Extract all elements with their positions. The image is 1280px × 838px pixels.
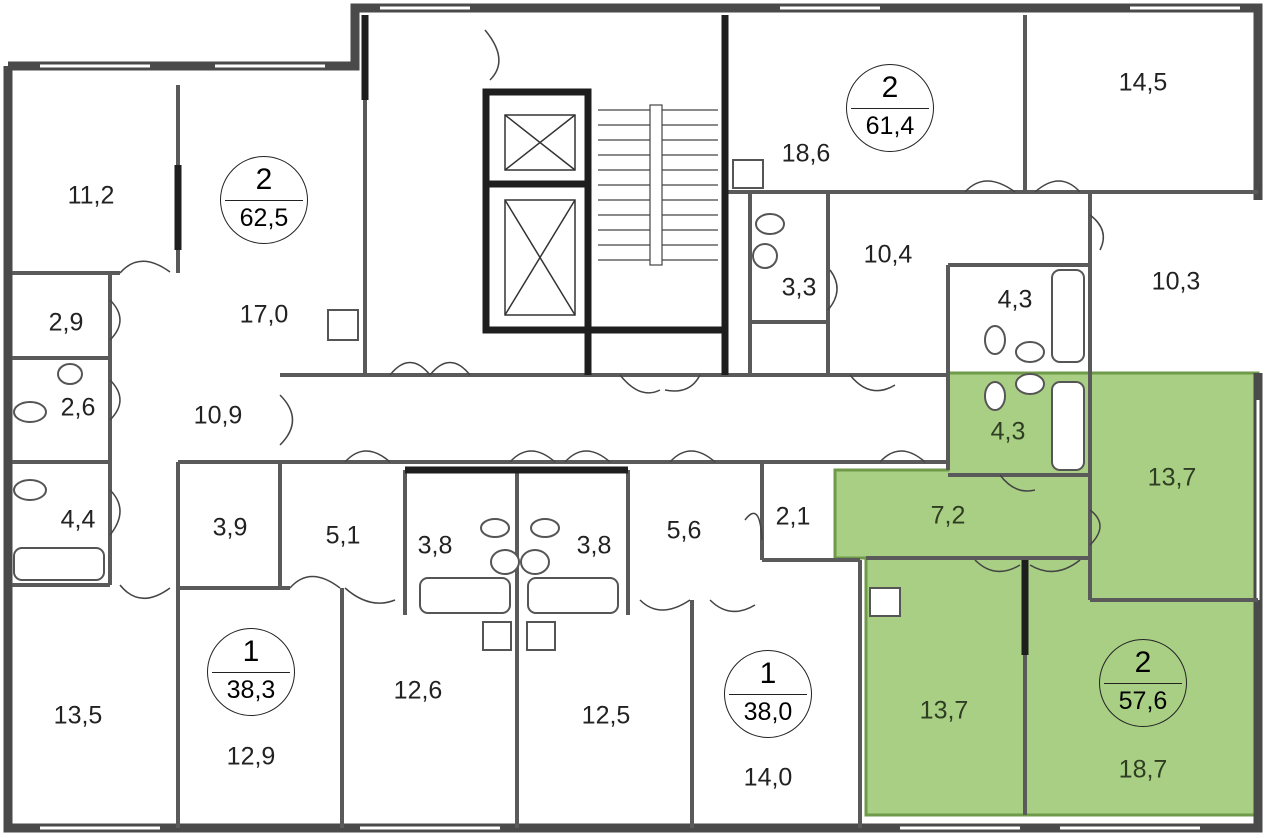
room-area: 3,8 [576, 531, 612, 560]
room-area: 10,9 [193, 401, 243, 430]
stairs [598, 104, 718, 266]
room-area: 12,6 [393, 676, 443, 705]
room-area: 3,3 [781, 273, 817, 302]
room-area: 14,0 [743, 763, 793, 792]
room-area: 5,1 [325, 521, 361, 550]
elevator-shafts [504, 114, 576, 316]
apartment-badge[interactable]: 1 38,3 [207, 628, 295, 716]
room-area: 10,3 [1151, 267, 1201, 296]
room-area: 4,4 [60, 505, 96, 534]
room-area: 18,7 [1118, 755, 1168, 784]
badge-divider [225, 200, 303, 201]
room-area: 17,0 [239, 300, 289, 329]
badge-divider [729, 694, 807, 695]
toilets-and-sinks [13, 159, 1045, 651]
room-area: 2,1 [775, 502, 811, 531]
bathtubs [13, 269, 1085, 614]
room-area: 5,6 [666, 516, 702, 545]
apartment-badge[interactable]: 1 38,0 [724, 650, 812, 738]
room-area: 4,3 [990, 417, 1026, 446]
apartment-room-count: 2 [255, 163, 273, 196]
apartment-total-area: 38,3 [226, 676, 276, 704]
badge-divider [212, 672, 290, 673]
room-area: 13,7 [1147, 463, 1197, 492]
apartment-room-count: 2 [881, 71, 899, 104]
room-area: 12,9 [226, 742, 276, 771]
apartment-total-area: 62,5 [239, 204, 289, 232]
room-area: 11,2 [67, 181, 115, 210]
core-walls [174, 15, 1029, 655]
apartment-total-area: 38,0 [743, 698, 793, 726]
badge-divider [851, 108, 929, 109]
apartment-room-count: 2 [1134, 646, 1152, 679]
apartment-room-count: 1 [759, 657, 777, 690]
room-area: 18,6 [781, 139, 831, 168]
door-swings [109, 29, 1105, 613]
room-area: 4,3 [997, 285, 1033, 314]
room-area: 12,5 [581, 701, 631, 730]
apartment-total-area: 57,6 [1118, 687, 1168, 715]
apartment-badge[interactable]: 2 61,4 [846, 64, 934, 152]
room-area: 2,6 [60, 393, 96, 422]
badge-divider [1104, 683, 1182, 684]
room-area: 2,9 [48, 308, 84, 337]
apartment-badge-highlighted[interactable]: 2 57,6 [1099, 639, 1187, 727]
room-area: 10,4 [863, 240, 913, 269]
apartment-total-area: 61,4 [865, 112, 915, 140]
room-area: 3,8 [417, 531, 453, 560]
room-area: 13,5 [53, 701, 103, 730]
room-area: 7,2 [930, 501, 966, 530]
room-area: 3,9 [212, 513, 248, 542]
room-area: 13,7 [919, 696, 969, 725]
window-strips [40, 6, 1260, 830]
apartment-badge[interactable]: 2 62,5 [220, 156, 308, 244]
apartment-room-count: 1 [242, 635, 260, 668]
room-area: 14,5 [1118, 68, 1168, 97]
